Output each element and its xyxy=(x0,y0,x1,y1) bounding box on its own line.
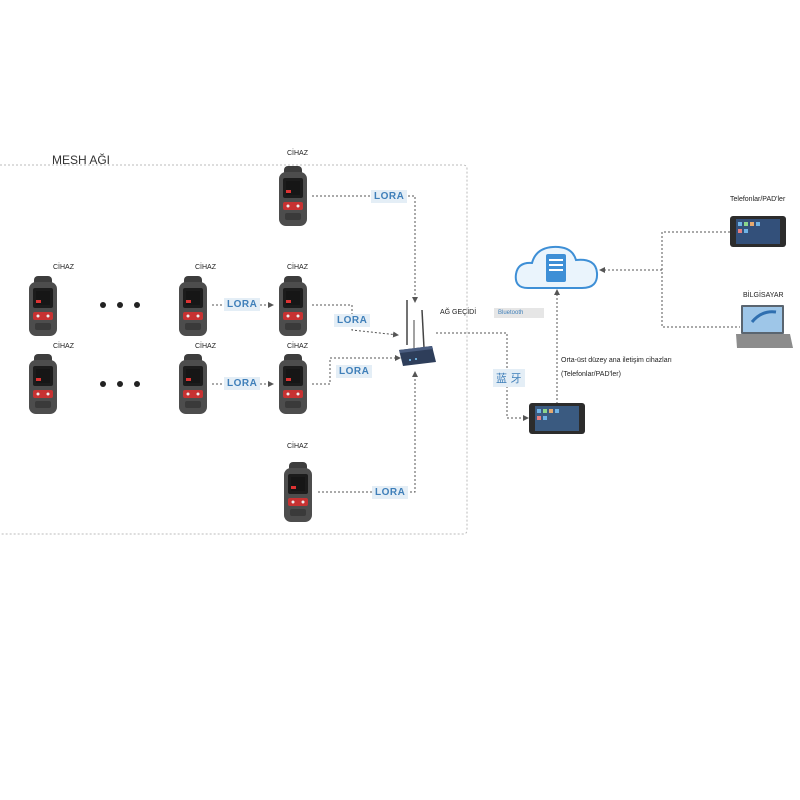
device-row2-left xyxy=(29,354,57,414)
bluetooth-label: Bluetooth xyxy=(494,308,544,318)
lora-label-row1-gateway: LORA xyxy=(334,314,371,327)
cloud-icon xyxy=(514,245,599,289)
device-label-row1-mid: CİHAZ xyxy=(195,264,216,271)
ellipsis-row2 xyxy=(100,381,140,387)
mesh-boundary xyxy=(0,164,468,535)
device-row2-right xyxy=(279,354,307,414)
device-label-row2-mid: CİHAZ xyxy=(195,343,216,350)
device-top xyxy=(279,166,307,226)
device-row2-mid xyxy=(179,354,207,414)
lora-label-row1: LORA xyxy=(224,298,261,311)
computer-laptop-icon xyxy=(736,305,793,348)
device-bottom xyxy=(284,462,312,522)
device-label-row2-right: CİHAZ xyxy=(287,343,308,350)
upper-terminal-tablet-icon xyxy=(529,403,585,434)
device-label-top: CİHAZ xyxy=(287,150,308,157)
device-label-row1-right: CİHAZ xyxy=(287,264,308,271)
link-row2-to-gateway xyxy=(312,355,401,385)
link-clients-to-cloud xyxy=(661,231,740,328)
computer-label: BİLGİSAYAR xyxy=(743,292,784,299)
gateway-router-icon xyxy=(399,300,436,366)
phones-pads-label: Telefonlar/PAD'ler xyxy=(730,196,786,203)
chinese-bluetooth-label: 蓝 牙 xyxy=(493,369,525,387)
device-row1-mid xyxy=(179,276,207,336)
device-label-row2-left: CİHAZ xyxy=(53,343,74,350)
lora-label-row2: LORA xyxy=(224,377,261,390)
device-row1-left xyxy=(29,276,57,336)
upper-terminal-label-line2: (Telefonlar/PAD'ler) xyxy=(561,371,621,378)
upper-terminal-label-line1: Orta-üst düzey ana iletişim cihazları xyxy=(561,357,672,364)
link-bottom-to-gateway xyxy=(318,371,418,493)
device-label-row1-left: CİHAZ xyxy=(53,264,74,271)
link-top-to-gateway xyxy=(312,195,418,303)
mesh-title: MESH AĞI xyxy=(52,153,111,167)
device-label-bottom: CİHAZ xyxy=(287,443,308,450)
lora-label-bottom: LORA xyxy=(372,486,409,499)
phones-pads-tablet-icon xyxy=(730,216,786,247)
device-row1-right xyxy=(279,276,307,336)
ellipsis-row1 xyxy=(100,302,140,308)
lora-label-top: LORA xyxy=(371,190,408,203)
gateway-label: AĞ GEÇİDİ xyxy=(440,309,477,316)
lora-label-row2-gateway: LORA xyxy=(336,365,373,378)
